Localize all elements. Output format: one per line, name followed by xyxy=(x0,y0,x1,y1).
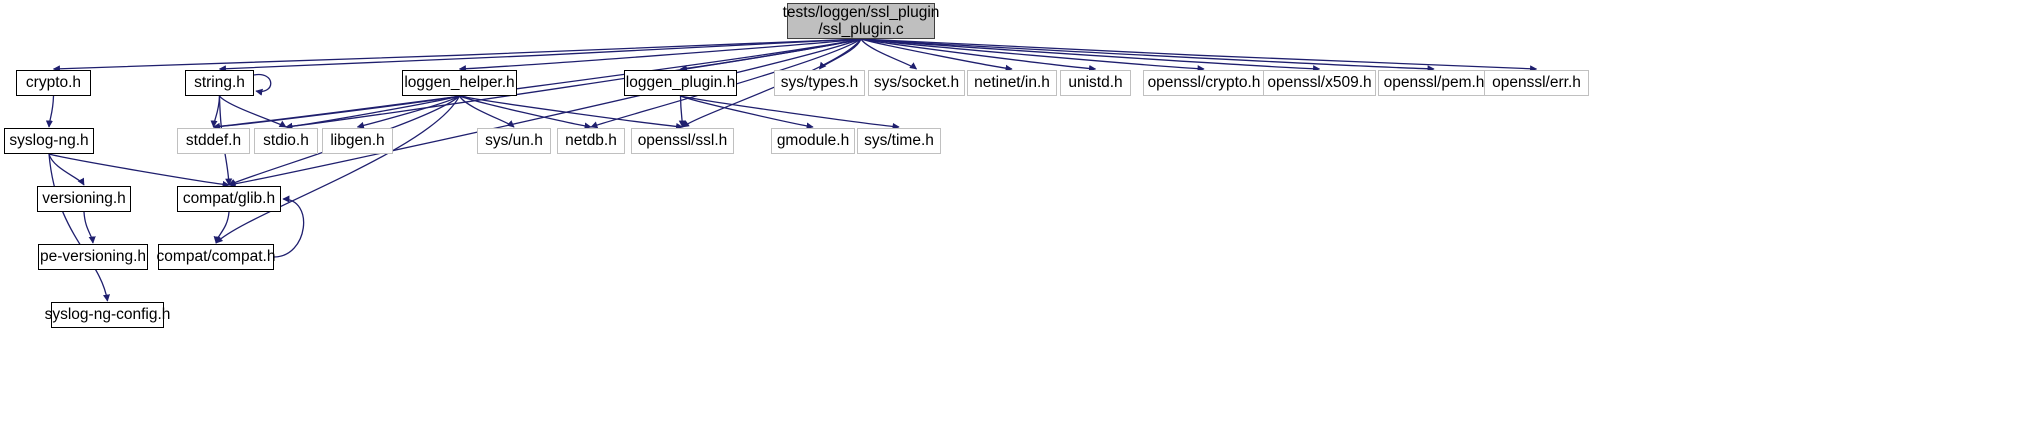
graph-node-openssl_err[interactable]: openssl/err.h xyxy=(1484,70,1589,96)
graph-edge-string-to-stdio xyxy=(218,95,287,128)
graph-node-openssl_crypto[interactable]: openssl/crypto.h xyxy=(1143,70,1265,96)
graph-edge-root-to-openssl_crypto xyxy=(860,38,1205,73)
graph-node-label: tests/loggen/ssl_plugin /ssl_plugin.c xyxy=(782,3,940,38)
graph-node-label: string.h xyxy=(194,74,245,92)
graph-node-label: stdio.h xyxy=(263,132,309,150)
graph-node-label: sys/socket.h xyxy=(873,74,960,92)
graph-node-openssl_ssl[interactable]: openssl/ssl.h xyxy=(631,128,734,154)
graph-edge-root-to-string xyxy=(218,38,862,73)
graph-node-openssl_pem[interactable]: openssl/pem.h xyxy=(1378,70,1490,96)
graph-edge-loggen_helper-to-sys_un xyxy=(458,95,515,128)
graph-node-loggen_plugin[interactable]: loggen_plugin.h xyxy=(624,70,737,96)
graph-edge-string-to-stddef xyxy=(210,95,221,128)
graph-node-label: libgen.h xyxy=(330,132,385,150)
graph-edge-string-to-string xyxy=(253,73,272,96)
graph-edge-crypto-to-syslog_ng xyxy=(45,95,55,128)
graph-node-gmodule[interactable]: gmodule.h xyxy=(771,128,855,154)
graph-node-label: openssl/pem.h xyxy=(1383,74,1485,92)
graph-edge-root-to-loggen_helper xyxy=(458,38,862,73)
graph-node-label: openssl/crypto.h xyxy=(1147,74,1261,92)
graph-node-root[interactable]: tests/loggen/ssl_plugin /ssl_plugin.c xyxy=(783,3,939,39)
graph-edge-root-to-loggen_plugin xyxy=(679,38,862,72)
graph-edge-root-to-compat_glib xyxy=(228,38,862,188)
graph-edge-loggen_helper-to-compat_compat xyxy=(215,95,461,244)
graph-node-sys_un[interactable]: sys/un.h xyxy=(477,128,551,154)
graph-edge-compat_glib-to-compat_compat xyxy=(213,211,230,244)
graph-edge-root-to-stddef xyxy=(212,38,862,130)
graph-node-syslog_ng[interactable]: syslog-ng.h xyxy=(4,128,94,154)
graph-node-label: versioning.h xyxy=(42,190,126,208)
graph-edge-root-to-netinet_in xyxy=(860,38,1013,72)
graph-edge-syslog_ng-to-versioning xyxy=(48,153,85,186)
graph-edge-loggen_helper-to-libgen xyxy=(356,95,460,129)
graph-edge-root-to-openssl_pem xyxy=(860,38,1435,73)
graph-edge-root-to-unistd xyxy=(860,38,1097,73)
graph-node-label: sys/types.h xyxy=(780,74,859,92)
graph-node-label: compat/compat.h xyxy=(156,248,276,266)
graph-node-label: crypto.h xyxy=(25,74,82,92)
graph-node-sys_time[interactable]: sys/time.h xyxy=(857,128,941,154)
graph-node-stddef[interactable]: stddef.h xyxy=(177,128,250,154)
graph-edge-root-to-crypto xyxy=(52,38,862,73)
graph-edge-syslog_ng-to-syslog_ng_config xyxy=(48,153,111,302)
graph-node-label: gmodule.h xyxy=(776,132,850,150)
graph-node-crypto[interactable]: crypto.h xyxy=(16,70,91,96)
graph-edge-loggen_helper-to-openssl_ssl xyxy=(459,95,684,131)
graph-edge-loggen_plugin-to-sys_time xyxy=(680,95,900,131)
graph-node-stdio[interactable]: stdio.h xyxy=(254,128,318,154)
graph-node-label: compat/glib.h xyxy=(182,190,276,208)
graph-node-label: stddef.h xyxy=(185,132,242,150)
graph-edge-versioning-to-pe_versioning xyxy=(83,211,96,244)
graph-node-syslog_ng_config[interactable]: syslog-ng-config.h xyxy=(45,302,170,328)
graph-node-compat_compat[interactable]: compat/compat.h xyxy=(157,244,275,270)
graph-node-label: netinet/in.h xyxy=(974,74,1050,92)
graph-node-label: syslog-ng.h xyxy=(9,132,89,150)
graph-edge-loggen_helper-to-stdio xyxy=(285,95,460,130)
graph-node-label: sys/time.h xyxy=(864,132,934,150)
graph-node-label: openssl/x509.h xyxy=(1267,74,1372,92)
graph-node-string[interactable]: string.h xyxy=(185,70,254,96)
graph-edge-loggen_plugin-to-gmodule xyxy=(680,95,814,130)
graph-edge-loggen_plugin-to-openssl_ssl xyxy=(678,95,686,128)
graph-node-sys_socket[interactable]: sys/socket.h xyxy=(868,70,965,96)
graph-node-label: loggen_plugin.h xyxy=(625,74,736,92)
graph-node-label: pe-versioning.h xyxy=(40,248,146,266)
graph-node-openssl_x509[interactable]: openssl/x509.h xyxy=(1263,70,1376,96)
graph-node-label: netdb.h xyxy=(565,132,617,150)
graph-node-label: syslog-ng-config.h xyxy=(44,306,171,324)
graph-edge-root-to-openssl_x509 xyxy=(860,38,1321,73)
graph-edge-loggen_helper-to-netdb xyxy=(459,95,592,130)
graph-node-label: loggen_helper.h xyxy=(404,74,515,92)
graph-edge-root-to-openssl_err xyxy=(860,38,1538,73)
graph-edge-syslog_ng-to-compat_glib xyxy=(48,153,230,188)
graph-node-sys_types[interactable]: sys/types.h xyxy=(774,70,865,96)
graph-node-label: openssl/ssl.h xyxy=(637,132,728,150)
graph-node-unistd[interactable]: unistd.h xyxy=(1060,70,1131,96)
graph-node-netdb[interactable]: netdb.h xyxy=(557,128,625,154)
graph-node-label: openssl/err.h xyxy=(1492,74,1581,92)
graph-node-libgen[interactable]: libgen.h xyxy=(322,128,393,154)
graph-node-netinet_in[interactable]: netinet/in.h xyxy=(967,70,1057,96)
graph-edge-root-to-sys_socket xyxy=(860,38,918,70)
graph-node-compat_glib[interactable]: compat/glib.h xyxy=(177,186,281,212)
graph-node-label: sys/un.h xyxy=(485,132,543,150)
graph-node-versioning[interactable]: versioning.h xyxy=(37,186,131,212)
graph-node-loggen_helper[interactable]: loggen_helper.h xyxy=(402,70,517,96)
graph-node-label: unistd.h xyxy=(1068,74,1123,92)
graph-edge-loggen_helper-to-stddef xyxy=(212,95,460,131)
graph-node-pe_versioning[interactable]: pe-versioning.h xyxy=(38,244,148,270)
graph-edge-root-to-sys_types xyxy=(818,38,862,70)
